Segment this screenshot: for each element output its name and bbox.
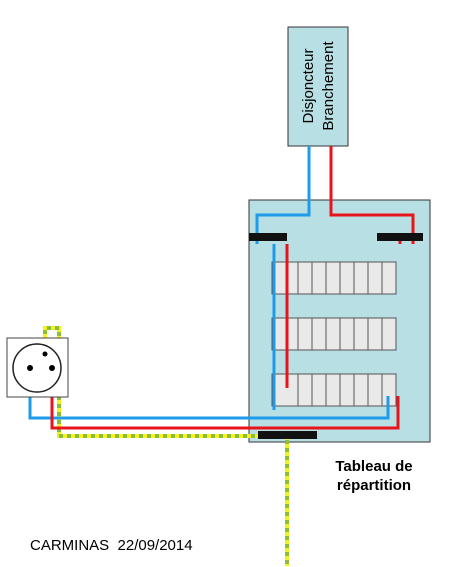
- breaker-label-line2: Branchement: [320, 41, 337, 131]
- earth-busbar: [258, 431, 317, 439]
- breaker-module: [353, 373, 369, 407]
- breaker-module: [271, 373, 299, 407]
- breaker-module: [353, 317, 369, 351]
- socket-hole-right: [49, 365, 55, 371]
- phase-busbar: [377, 233, 423, 241]
- phase-outlet-circuit: [50, 370, 400, 430]
- breaker-module: [271, 317, 299, 351]
- breaker-module: [311, 373, 327, 407]
- credit-text: CARMINAS 22/09/2014: [30, 537, 193, 554]
- breaker-module: [271, 261, 299, 295]
- socket-earth-pin: [42, 351, 48, 357]
- breaker-modules: [271, 261, 397, 407]
- breaker-module: [367, 261, 383, 295]
- breaker-box-frame: [287, 26, 349, 147]
- socket-outlet: [6, 337, 69, 398]
- breaker-module: [381, 261, 397, 295]
- breaker-module: [367, 373, 383, 407]
- breaker-box: Disjoncteur Branchement: [287, 26, 349, 147]
- neutral-busbar: [249, 233, 287, 241]
- phase-feed: [329, 146, 415, 244]
- breaker-module: [311, 317, 327, 351]
- breaker-module: [325, 317, 341, 351]
- breaker-module: [381, 317, 397, 351]
- socket-face: [12, 343, 62, 393]
- breaker-module: [325, 261, 341, 295]
- breaker-module: [353, 261, 369, 295]
- breaker-label-line1: Disjoncteur: [300, 48, 317, 123]
- breaker-module: [297, 373, 313, 407]
- neutral-feed: [255, 146, 311, 244]
- breaker-module: [339, 317, 355, 351]
- phase-wire: [50, 146, 415, 430]
- breaker-module: [297, 261, 313, 295]
- breaker-module: [367, 317, 383, 351]
- breaker-module: [339, 373, 355, 407]
- breaker-module: [311, 261, 327, 295]
- breaker-module: [325, 373, 341, 407]
- breaker-module: [339, 261, 355, 295]
- breaker-module: [297, 317, 313, 351]
- socket-hole-left: [27, 365, 33, 371]
- panel-label-line2: répartition: [337, 477, 411, 494]
- panel-label-line1: Tableau de: [335, 458, 412, 475]
